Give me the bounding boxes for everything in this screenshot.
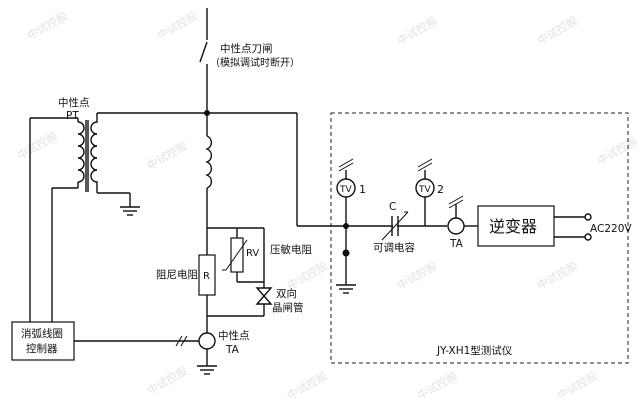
neutral-ta: [197, 332, 217, 375]
tv2-symbol: TV: [418, 185, 431, 195]
watermark: 中试控股: [285, 368, 330, 402]
tv1: [336, 158, 356, 226]
triac: [207, 287, 273, 317]
tester-ground: [336, 226, 356, 294]
resistor-r-label: R: [203, 271, 210, 282]
varistor-branch: [222, 228, 265, 288]
watermark: 中试控股: [535, 13, 580, 47]
pt-neutral-label: 中性点: [58, 96, 90, 109]
controller-label-2: 控制器: [26, 342, 58, 355]
watermark: 中试控股: [555, 368, 600, 402]
tv1-symbol: TV: [339, 185, 352, 195]
neutral-disconnect-switch: [199, 8, 208, 113]
tv2-number: 2: [437, 183, 444, 196]
neutral-ta-label-2: TA: [225, 344, 240, 356]
switch-label: 中性点刀闸: [220, 42, 273, 55]
arc-coil-controller: [11, 321, 75, 361]
triac-label-2: 晶闸管: [272, 301, 304, 314]
pt-transformer: [29, 113, 140, 322]
switch-label-note: （模拟调试时断开）: [210, 56, 300, 69]
watermark: 中试控股: [25, 8, 70, 42]
watermark: 中试控股: [145, 138, 190, 172]
capacitor-c-label: C: [389, 201, 396, 213]
arc-suppression-coil: [205, 113, 213, 228]
capacitor-label: 可调电容: [373, 241, 415, 254]
rv-label: RV: [246, 248, 259, 259]
tester-label: JY-XH1型测试仪: [436, 344, 513, 357]
tester-ta: [447, 195, 478, 235]
tv2: [415, 158, 435, 226]
varistor-label: 压敏电阻: [270, 243, 312, 256]
ac-terminals: [554, 213, 592, 241]
watermark: 中试控股: [145, 363, 190, 397]
damping-resistor-label: 阻尼电阻: [156, 268, 198, 281]
watermark: 中试控股: [155, 8, 200, 42]
inverter: [477, 205, 555, 247]
controller-label: 消弧线圈: [21, 327, 63, 340]
pt-label: PT: [66, 110, 79, 122]
adjustable-capacitor: [381, 211, 409, 241]
inverter-label: 逆变器: [489, 217, 537, 236]
triac-label: 双向: [276, 287, 297, 300]
neutral-ta-label: 中性点: [218, 329, 250, 342]
tv1-number: 1: [359, 183, 366, 196]
ac-supply-label: AC220V: [590, 223, 632, 235]
tester-box: [330, 112, 629, 364]
watermark: 中试控股: [595, 133, 640, 167]
watermark: 中试控股: [395, 13, 440, 47]
tester-ta-label: TA: [449, 238, 464, 250]
watermark: 中试控股: [415, 368, 460, 402]
watermark: 中试控股: [535, 258, 580, 292]
watermark: 中试控股: [15, 128, 60, 162]
watermark: 中试控股: [395, 258, 440, 292]
